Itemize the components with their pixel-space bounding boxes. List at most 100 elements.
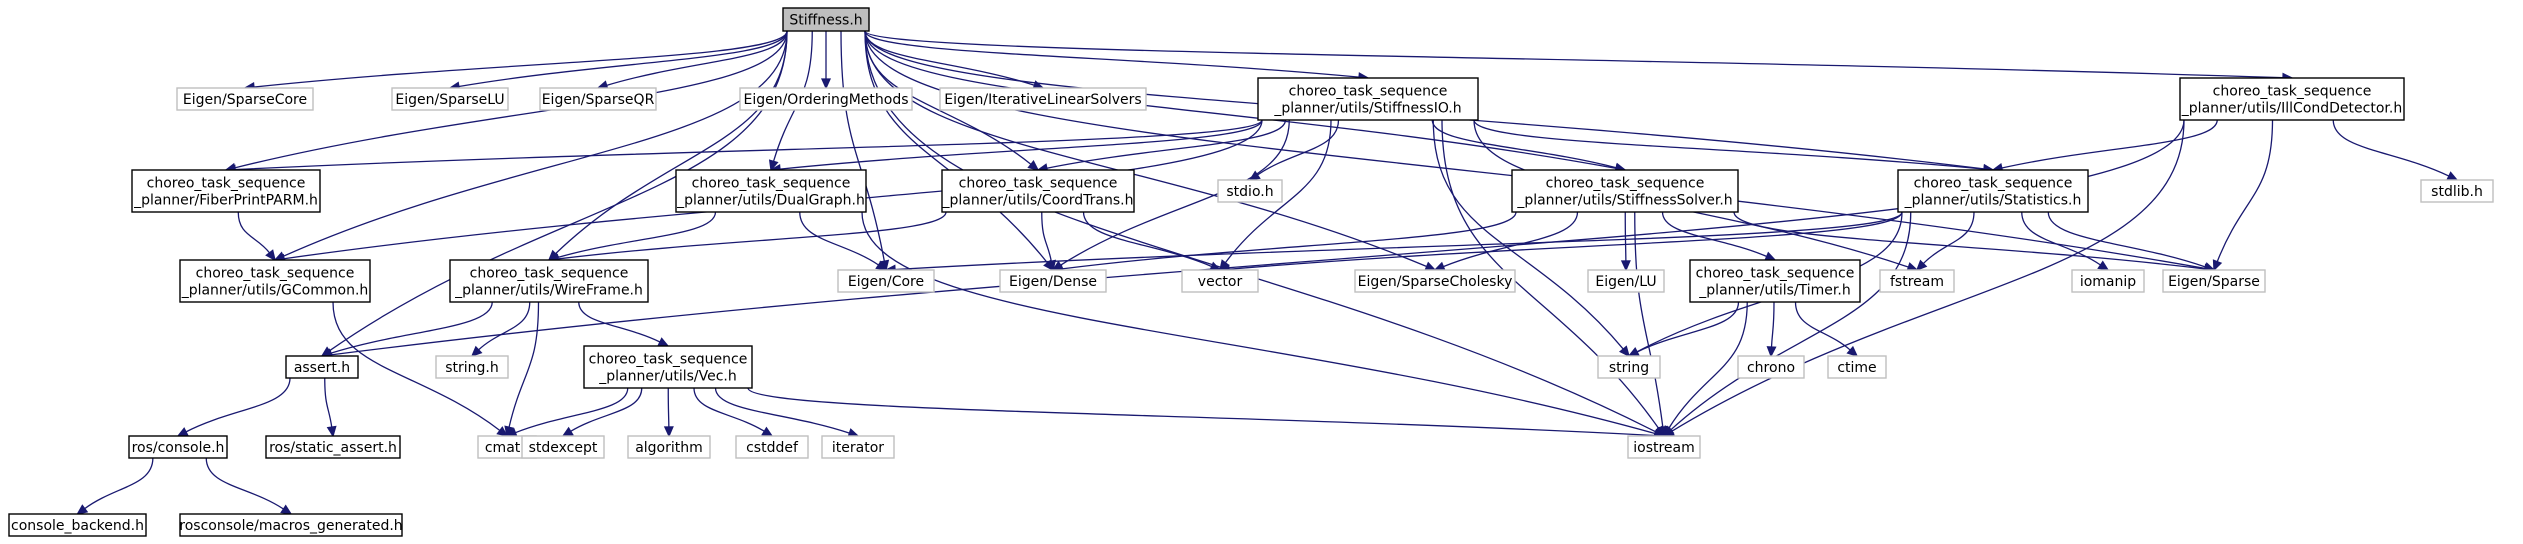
node-stdio[interactable]: stdio.h	[1217, 179, 1283, 203]
node-label: choreo_task_sequence	[589, 352, 748, 368]
node-label: stdexcept	[529, 440, 598, 456]
node-fiberprint[interactable]: choreo_task_sequence_planner/FiberPrintP…	[131, 169, 321, 213]
node-sparsecore[interactable]: Eigen/SparseCore	[176, 87, 314, 111]
edge-stiffnessio-to-statistics	[1473, 119, 1995, 175]
node-box	[1257, 77, 1479, 121]
node-box	[435, 355, 509, 379]
node-statistics[interactable]: choreo_task_sequence_planner/utils/Stati…	[1897, 169, 2089, 213]
edge-illcond-to-eigensparse	[2212, 119, 2274, 272]
node-string[interactable]: string	[1597, 355, 1661, 379]
node-sparseqr[interactable]: Eigen/SparseQR	[539, 87, 657, 111]
node-label: ctime	[1837, 360, 1876, 376]
edge-arrowhead	[1627, 347, 1640, 357]
node-iterative[interactable]: Eigen/IterativeLinearSolvers	[939, 87, 1147, 111]
node-rosconsole[interactable]: ros/console.h	[128, 435, 228, 459]
node-label: Stiffness.h	[789, 13, 862, 29]
edge-line	[1634, 211, 1664, 428]
edge-assert-to-staticassert	[324, 377, 337, 438]
node-label: assert.h	[294, 360, 350, 376]
node-iostream[interactable]: iostream	[1627, 435, 1701, 459]
node-solver[interactable]: choreo_task_sequence_planner/utils/Stiff…	[1511, 169, 1739, 213]
node-box	[837, 269, 935, 293]
edge-solver-to-eigenlu	[1620, 211, 1631, 272]
node-ctime[interactable]: ctime	[1827, 355, 1887, 379]
node-fstream[interactable]: fstream	[1879, 269, 1955, 293]
node-assert[interactable]: assert.h	[285, 355, 359, 379]
node-staticassert[interactable]: ros/static_assert.h	[265, 435, 401, 459]
edge-line	[555, 30, 788, 255]
edge-line	[570, 387, 643, 432]
node-ordering[interactable]: Eigen/OrderingMethods	[739, 87, 913, 111]
edge-arrowhead	[280, 504, 293, 515]
node-iterator[interactable]: iterator	[821, 435, 895, 459]
edge-arrowhead	[875, 260, 888, 271]
node-eigensparse[interactable]: Eigen/Sparse	[2162, 269, 2266, 293]
node-label: iterator	[832, 440, 884, 456]
edge-line	[1228, 211, 1903, 270]
node-box	[739, 87, 913, 111]
node-box	[539, 87, 657, 111]
node-eigendense[interactable]: Eigen/Dense	[999, 269, 1107, 293]
node-box	[941, 169, 1135, 213]
node-cholesky[interactable]: Eigen/SparseCholesky	[1354, 269, 1516, 293]
node-label: _planner/utils/Statistics.h	[1904, 193, 2082, 209]
node-box	[1827, 355, 1887, 379]
edge-arrowhead	[1915, 259, 1928, 272]
edge-line	[234, 119, 1263, 171]
node-chrono[interactable]: chrono	[1737, 355, 1805, 379]
edge-stiffnessio-to-solver	[1431, 119, 1627, 173]
node-box	[1897, 169, 2089, 213]
node-cstddef[interactable]: cstddef	[735, 435, 809, 459]
edge-line	[2001, 119, 2218, 169]
node-backend[interactable]: console_backend.h	[8, 513, 147, 537]
edge-line	[578, 301, 661, 343]
node-timer[interactable]: choreo_task_sequence_planner/utils/Timer…	[1689, 259, 1861, 303]
node-stiffness[interactable]: Stiffness.h	[782, 7, 870, 32]
edge-line	[282, 30, 788, 257]
node-label: choreo_task_sequence	[1289, 84, 1448, 100]
edge-arrowhead	[1620, 260, 1631, 272]
edge-arrowhead	[1424, 261, 1437, 271]
node-stdlib[interactable]: stdlib.h	[2420, 179, 2494, 203]
node-box	[2420, 179, 2494, 203]
node-illcond[interactable]: choreo_task_sequence_planner/utils/IllCo…	[2179, 77, 2405, 121]
node-sparselu[interactable]: Eigen/SparseLU	[391, 87, 509, 111]
node-label: _planner/utils/StiffnessIO.h	[1273, 101, 1461, 117]
node-label: cstddef	[746, 440, 799, 456]
node-stiffnessio[interactable]: choreo_task_sequence_planner/utils/Stiff…	[1257, 77, 1479, 121]
node-algorithm[interactable]: algorithm	[627, 435, 711, 459]
edge-stiffness-to-illcond	[864, 30, 2294, 83]
node-box	[1689, 259, 1861, 303]
node-stringh[interactable]: string.h	[435, 355, 509, 379]
node-gcommon[interactable]: choreo_task_sequence_planner/utils/GComm…	[179, 259, 371, 303]
node-dualgraph[interactable]: choreo_task_sequence_planner/utils/DualG…	[675, 169, 867, 213]
node-iomanip[interactable]: iomanip	[2071, 269, 2145, 293]
edge-stiffnessio-to-stdio	[1248, 119, 1340, 181]
node-label: choreo_task_sequence	[1914, 176, 2073, 192]
node-wireframe[interactable]: choreo_task_sequence_planner/utils/WireF…	[449, 259, 649, 303]
node-label: choreo_task_sequence	[959, 176, 1118, 192]
edge-line	[1636, 301, 1740, 353]
node-label: rosconsole/macros_generated.h	[179, 518, 402, 534]
node-vec[interactable]: choreo_task_sequence_planner/utils/Vec.h	[583, 345, 753, 389]
edge-arrowhead	[2097, 260, 2110, 271]
node-label: Eigen/Core	[848, 274, 924, 290]
edge-line	[1041, 211, 1052, 262]
node-label: choreo_task_sequence	[1696, 266, 1855, 282]
edge-line	[1224, 119, 1332, 264]
edge-line	[1922, 211, 1975, 265]
edge-line	[205, 457, 284, 510]
edge-line	[1257, 119, 1340, 176]
node-box	[179, 259, 371, 303]
node-eigencore[interactable]: Eigen/Core	[837, 269, 935, 293]
edge-arrowhead	[176, 427, 189, 437]
node-label: cmath	[485, 440, 529, 456]
node-coordtrans[interactable]: choreo_task_sequence_planner/utils/Coord…	[941, 169, 1135, 213]
node-eigenlu[interactable]: Eigen/LU	[1587, 269, 1665, 293]
node-stdexcept[interactable]: stdexcept	[521, 435, 605, 459]
edge-vec-to-algorithm	[663, 387, 674, 438]
edge-line	[1770, 301, 1775, 348]
node-macros[interactable]: rosconsole/macros_generated.h	[179, 513, 403, 537]
edge-timer-to-iostream	[1663, 301, 1748, 438]
node-vector[interactable]: vector	[1181, 269, 1259, 293]
